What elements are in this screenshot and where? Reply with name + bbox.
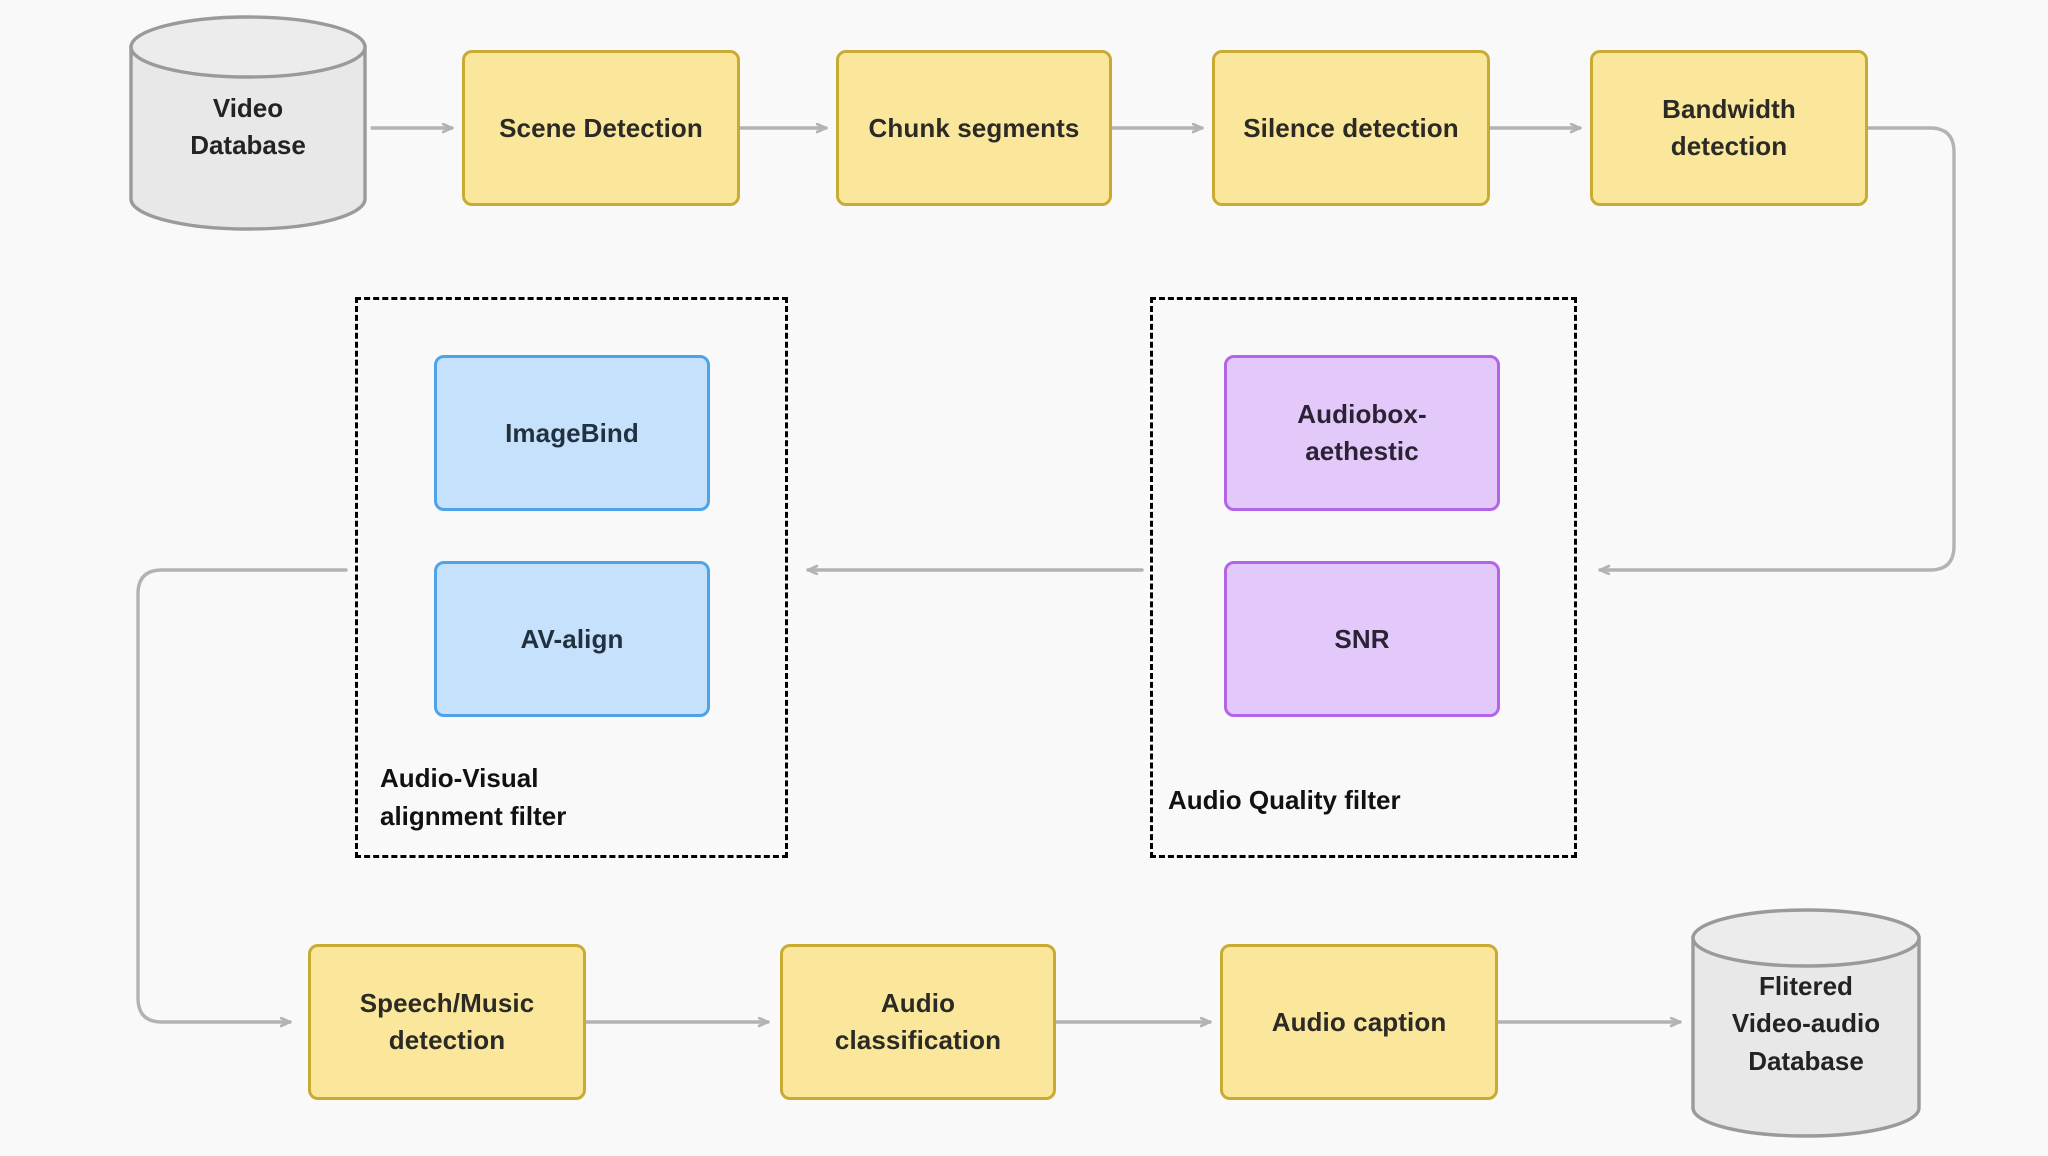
filtered-video-audio-database-label: Flitered Video-audio Database bbox=[1731, 971, 1881, 1076]
node-audiobox-aethestic-label: Audiobox- aethestic bbox=[1297, 399, 1427, 466]
group-audio-quality-filter-label: Audio Quality filter bbox=[1168, 785, 1401, 815]
node-silence-detection[interactable]: Silence detection bbox=[1212, 50, 1490, 206]
filtered-video-audio-database: Flitered Video-audio Database bbox=[1690, 908, 1922, 1142]
video-database-label: Video Database bbox=[190, 93, 306, 161]
node-audiobox-aethestic[interactable]: Audiobox- aethestic bbox=[1224, 355, 1500, 511]
group-audio-visual-alignment-filter bbox=[355, 297, 788, 858]
node-scene-detection-label: Scene Detection bbox=[499, 112, 703, 143]
node-bandwidth-detection[interactable]: Bandwidth detection bbox=[1590, 50, 1868, 206]
node-audio-classification[interactable]: Audio classification bbox=[780, 944, 1056, 1100]
video-database: Video Database bbox=[128, 14, 368, 232]
group-audio-quality-filter bbox=[1150, 297, 1577, 858]
node-audio-classification-label: Audio classification bbox=[834, 988, 1002, 1055]
node-bandwidth-detection-label: Bandwidth detection bbox=[1662, 94, 1796, 161]
node-snr[interactable]: SNR bbox=[1224, 561, 1500, 717]
group-audio-visual-alignment-filter-label: Audio-Visual alignment filter bbox=[380, 763, 567, 831]
node-chunk-segments-label: Chunk segments bbox=[868, 112, 1080, 143]
cylinder-shape bbox=[129, 15, 367, 231]
node-imagebind[interactable]: ImageBind bbox=[434, 355, 710, 511]
node-av-align[interactable]: AV-align bbox=[434, 561, 710, 717]
node-audio-caption-label: Audio caption bbox=[1271, 1006, 1447, 1037]
node-chunk-segments[interactable]: Chunk segments bbox=[836, 50, 1112, 206]
node-imagebind-label: ImageBind bbox=[505, 417, 639, 448]
node-snr-label: SNR bbox=[1334, 623, 1390, 654]
node-silence-detection-label: Silence detection bbox=[1243, 112, 1459, 143]
cylinder-shape bbox=[1691, 908, 1921, 1138]
node-av-align-label: AV-align bbox=[520, 623, 624, 654]
node-scene-detection[interactable]: Scene Detection bbox=[462, 50, 740, 206]
node-audio-caption[interactable]: Audio caption bbox=[1220, 944, 1498, 1100]
node-speech-music-detection-label: Speech/Music detection bbox=[359, 988, 535, 1055]
node-speech-music-detection[interactable]: Speech/Music detection bbox=[308, 944, 586, 1100]
